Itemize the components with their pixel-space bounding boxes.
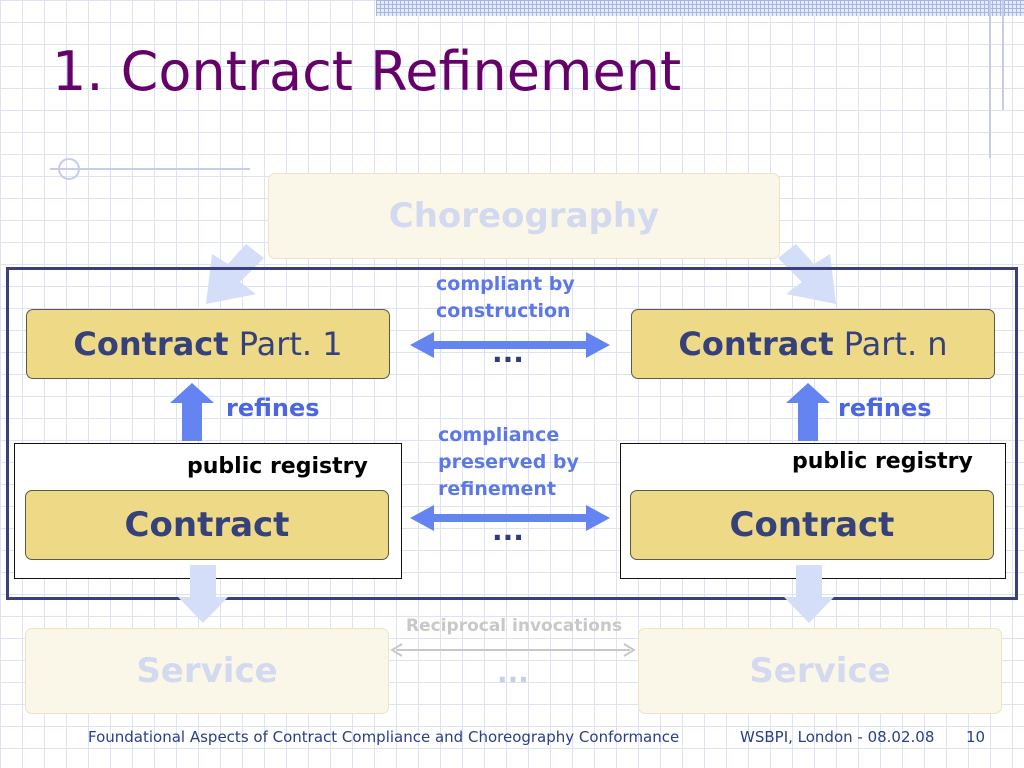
refines-arrow-right	[786, 383, 830, 441]
registry-contract-right-box: Contract	[630, 490, 994, 560]
public-registry-left-label: public registry	[187, 454, 368, 479]
choreography-box: Choreography	[268, 173, 780, 259]
service-right-label: Service	[749, 651, 891, 691]
slide-title: 1. Contract Refinement	[52, 40, 682, 103]
refines-arrow-left	[170, 383, 214, 441]
compliant-note-line: construction	[436, 300, 571, 322]
decorative-vertical-line	[1002, 0, 1004, 110]
service-right-box: Service	[638, 628, 1002, 714]
decorative-circle	[58, 158, 80, 180]
choreography-label: Choreography	[388, 196, 660, 236]
contract-party-n-bold: Contract	[678, 325, 834, 363]
registry-contract-left-label: Contract	[124, 505, 290, 545]
footer-right: WSBPI, London - 08.02.08	[740, 728, 935, 746]
double-arrow-middle	[410, 505, 610, 531]
compliant-note-line: compliant by	[436, 273, 575, 295]
dots-top: ...	[492, 336, 524, 369]
contract-party-1-rest: Part. 1	[238, 325, 343, 363]
faded-arrow-left-down	[206, 244, 264, 304]
header-pattern-band	[376, 0, 1024, 16]
contract-party-1-bold: Contract	[73, 325, 229, 363]
service-left-box: Service	[25, 628, 389, 714]
preserved-note-line: refinement	[438, 478, 557, 500]
contract-frame	[6, 267, 1018, 600]
contract-party-n-rest: Part. n	[843, 325, 948, 363]
contract-party-n-box: Contract Part. n	[631, 309, 995, 379]
public-registry-right-label: public registry	[792, 449, 973, 474]
double-arrow-top	[410, 332, 610, 358]
dots-middle: ...	[492, 514, 524, 547]
preserved-note-line: preserved by	[438, 451, 579, 473]
contract-party-1-box: Contract Part. 1	[26, 309, 390, 379]
registry-contract-left-box: Contract	[25, 490, 389, 560]
footer-left: Foundational Aspects of Contract Complia…	[88, 728, 680, 746]
reciprocal-label: Reciprocal invocations	[406, 616, 623, 636]
decorative-horizontal-line	[50, 168, 250, 170]
faded-arrow-service-right	[784, 565, 834, 623]
reciprocal-arrow	[390, 643, 636, 657]
service-left-label: Service	[136, 651, 278, 691]
refines-label-right: refines	[838, 394, 932, 422]
preserved-note: compliance preserved by refinement	[438, 422, 579, 503]
preserved-note-line: compliance	[438, 424, 560, 446]
faded-arrow-service-left	[178, 565, 228, 623]
faded-arrow-right-down	[778, 244, 836, 304]
registry-contract-right-label: Contract	[729, 505, 895, 545]
page-number: 10	[966, 728, 986, 746]
refines-label-left: refines	[226, 394, 320, 422]
compliant-note: compliant by construction	[436, 271, 575, 325]
dots-bottom: ...	[497, 656, 529, 689]
decorative-vertical-line	[989, 0, 991, 158]
